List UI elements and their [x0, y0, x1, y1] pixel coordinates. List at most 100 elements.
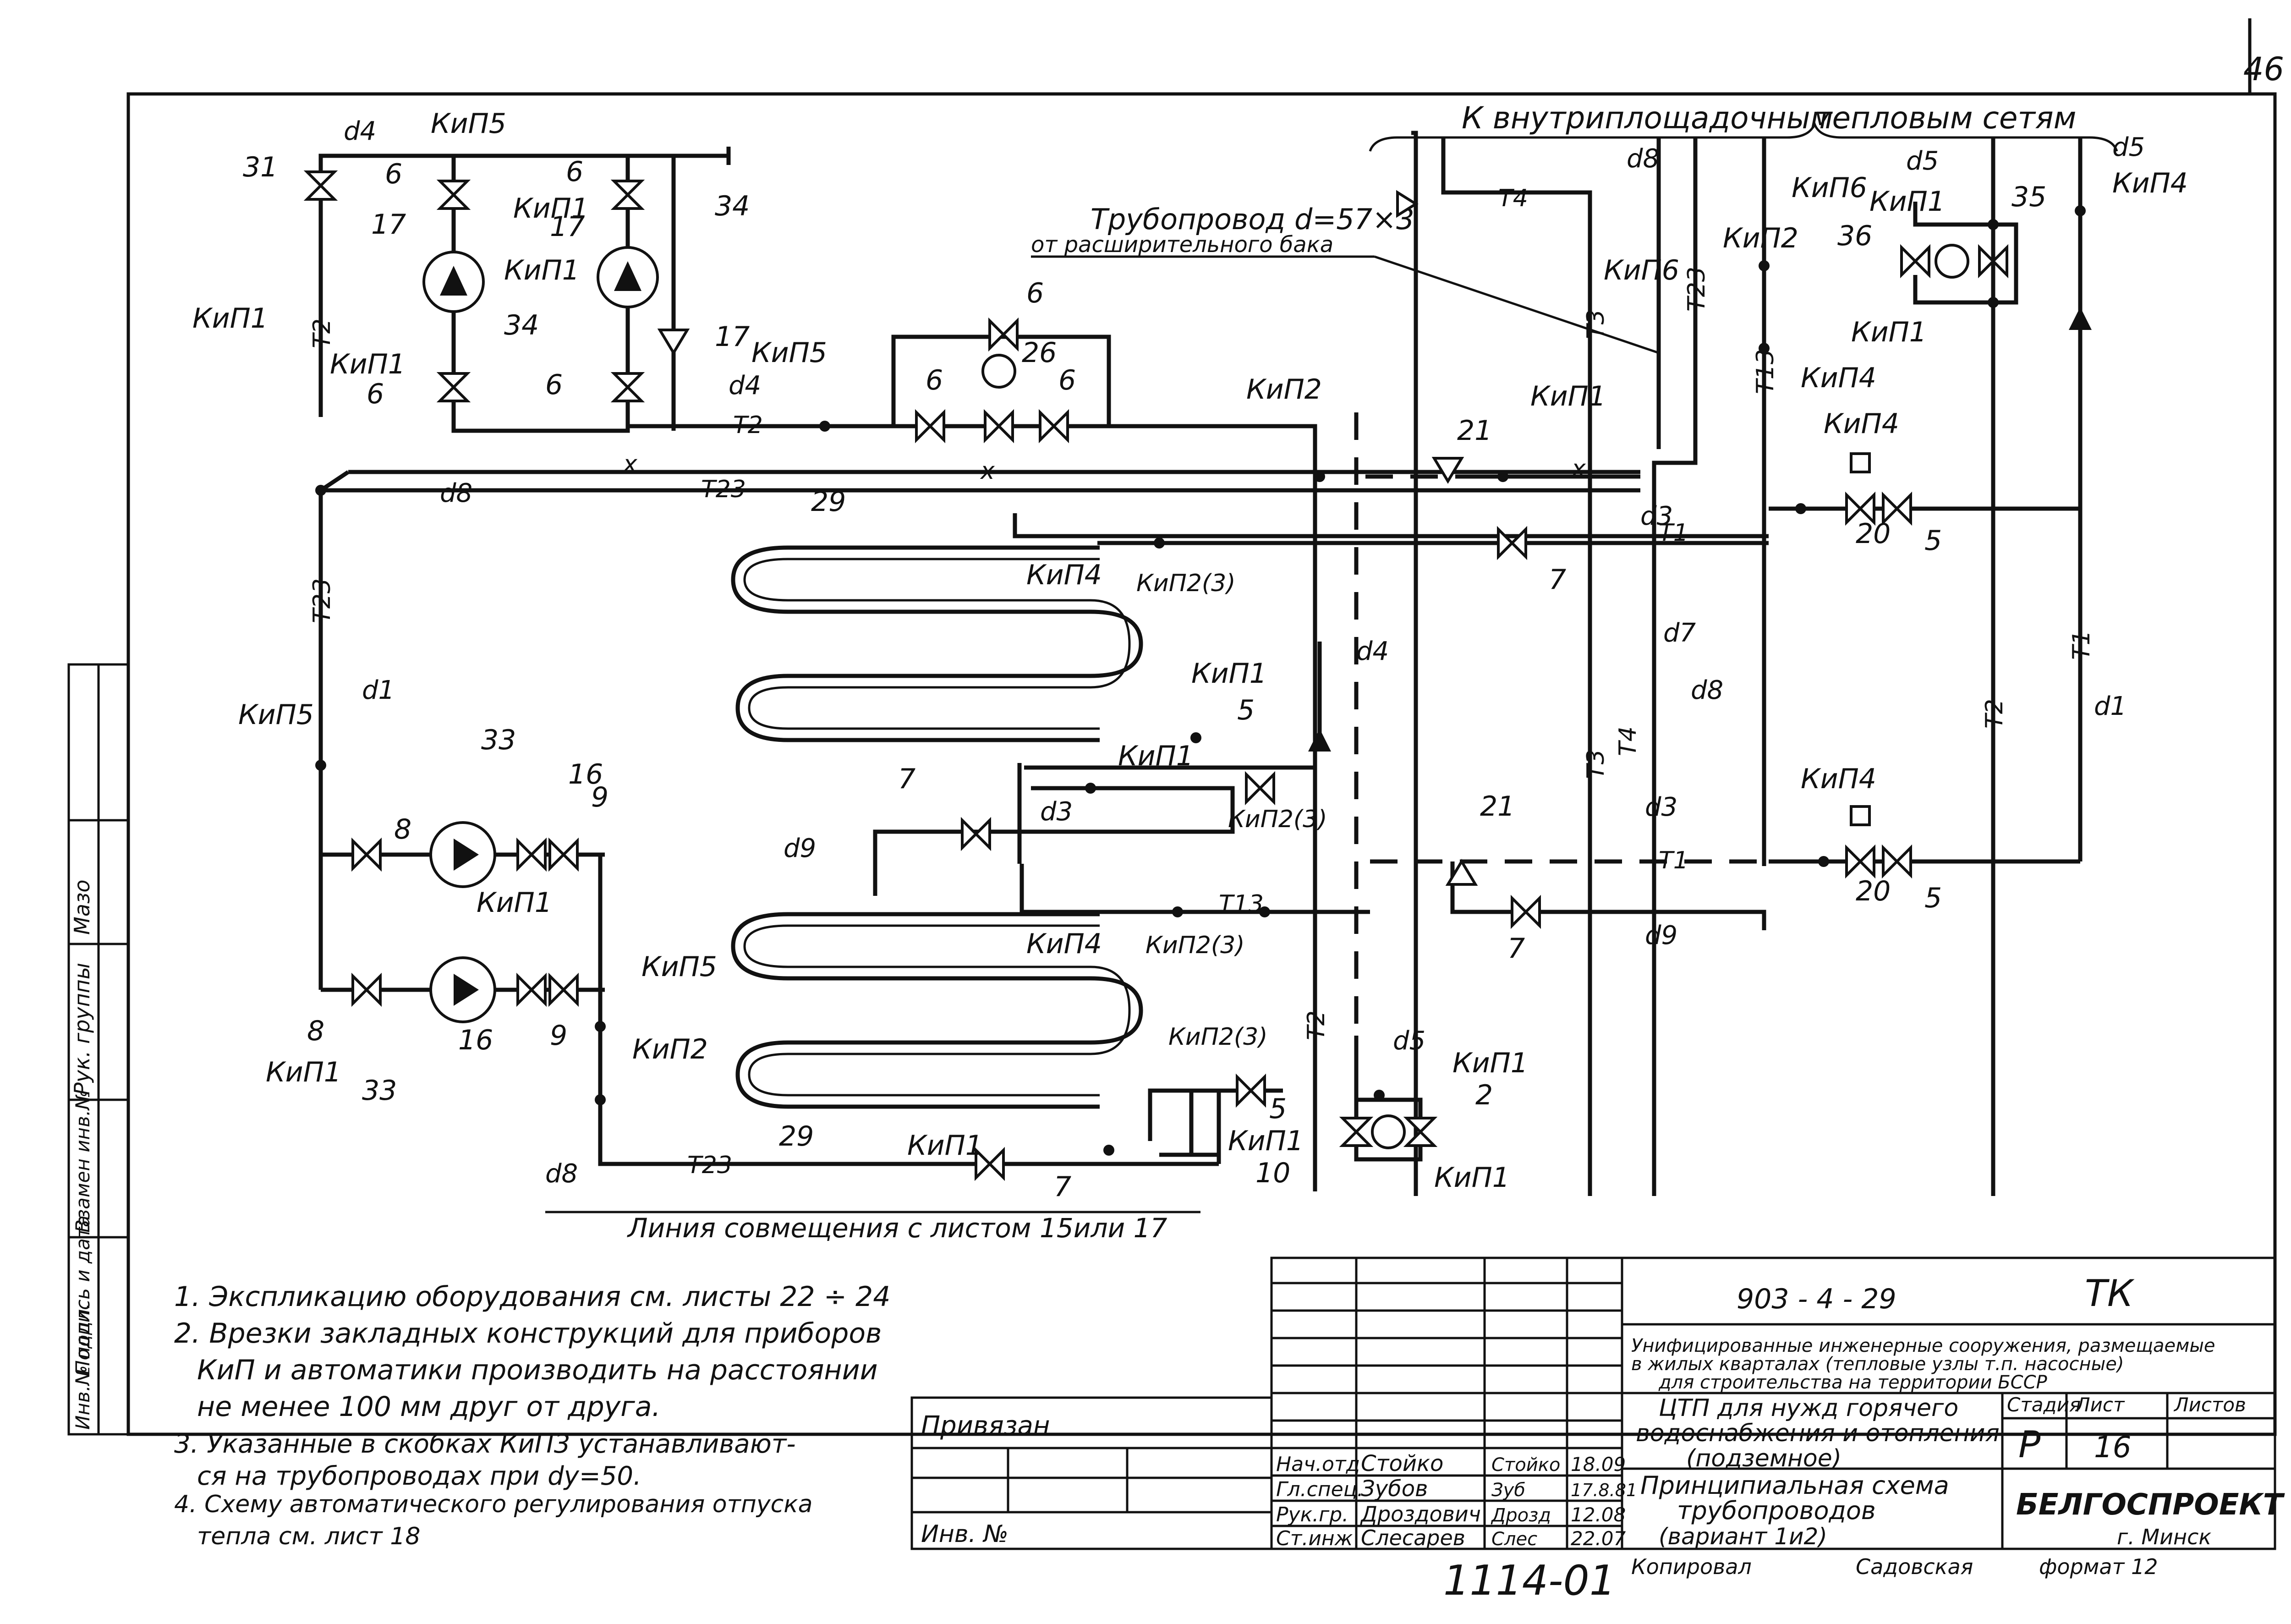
svg-text:d8: d8 [545, 1159, 578, 1189]
svg-text:Лист: Лист [2075, 1394, 2125, 1416]
svg-text:5: 5 [1924, 525, 1942, 557]
svg-text:Т23: Т23 [701, 476, 746, 503]
svg-text:Т23: Т23 [308, 578, 336, 623]
svg-text:Т3: Т3 [1582, 749, 1610, 779]
svg-text:х: х [622, 450, 638, 478]
svg-text:d4: d4 [344, 116, 376, 146]
svg-text:Рук.гр.: Рук.гр. [1276, 1503, 1348, 1526]
svg-text:КиП5: КиП5 [751, 337, 827, 369]
header-brace [1369, 120, 2118, 152]
svg-text:КиП4: КиП4 [1801, 362, 1876, 394]
svg-text:21: 21 [1480, 790, 1515, 823]
svg-text:33: 33 [481, 724, 516, 756]
header-to-networks-right: тепловым сетям [1814, 100, 2076, 136]
svg-text:КиП2: КиП2 [1246, 373, 1322, 406]
svg-text:5: 5 [1269, 1093, 1287, 1125]
svg-text:21: 21 [1457, 415, 1492, 447]
svg-text:d5: d5 [1906, 146, 1939, 176]
svg-text:18.09: 18.09 [1571, 1453, 1626, 1476]
svg-text:d1: d1 [2094, 691, 2127, 721]
svg-text:17.8.81: 17.8.81 [1571, 1480, 1637, 1500]
svg-text:Гл.спец.: Гл.спец. [1276, 1478, 1364, 1501]
svg-text:х: х [980, 457, 995, 485]
svg-text:7: 7 [898, 763, 915, 795]
svg-text:22.07: 22.07 [1571, 1527, 1626, 1550]
svg-text:6: 6 [1026, 277, 1044, 309]
title-org: БЕЛГОСПРОЕКТ [2016, 1488, 2285, 1522]
svg-text:КиП4: КиП4 [1026, 928, 1102, 960]
notes-continued: ся на трубопроводах при dу=50. 4. Схему … [174, 1461, 813, 1550]
svg-text:34: 34 [504, 309, 539, 341]
margin-podpis: Подпись и дата [71, 1215, 94, 1375]
svg-text:16: 16 [458, 1024, 493, 1056]
kip-labels: КиП5 КиП1 КиП1 КиП1 КиП1 КиП5 КиП2 КиП1 … [192, 108, 2188, 1194]
heat-exchanger-lower [731, 912, 1143, 1109]
svg-text:(вариант 1и2): (вариант 1и2) [1659, 1523, 1827, 1550]
svg-text:для строительства на территори: для строительства на территории БССР [1658, 1372, 2048, 1393]
margin-ruk-gruppy: Рук. группы [70, 963, 94, 1095]
svg-text:6: 6 [545, 369, 563, 401]
svg-text:7: 7 [1549, 564, 1566, 596]
svg-text:d3: d3 [1040, 797, 1073, 827]
svg-text:КиП2(3): КиП2(3) [1228, 806, 1327, 833]
svg-text:Унифицированные инженерные соо: Унифицированные инженерные сооружения, р… [1631, 1335, 2215, 1356]
svg-text:6: 6 [385, 158, 402, 190]
valve-symbols [303, 170, 2092, 1181]
svg-text:КиП5: КиП5 [641, 951, 717, 983]
svg-text:Т13: Т13 [1752, 349, 1779, 394]
svg-text:КиП4: КиП4 [1824, 408, 1899, 440]
svg-text:КиП4: КиП4 [1026, 559, 1102, 591]
svg-text:9: 9 [591, 781, 608, 813]
svg-text:Садовская: Садовская [1856, 1554, 1973, 1579]
equipment-number-labels: 31 17 17 17 6 6 6 6 34 34 6 6 6 26 21 21… [243, 151, 2046, 1203]
margin-inv-podl: Инв.№ подл. [71, 1303, 94, 1430]
svg-text:d4: d4 [1356, 636, 1389, 666]
svg-text:КиП1: КиП1 [266, 1056, 341, 1088]
heat-exchanger-upper [731, 545, 1143, 742]
svg-text:КиП1: КиП1 [907, 1130, 983, 1162]
svg-text:КиП5: КиП5 [238, 699, 314, 731]
svg-text:Т13: Т13 [1219, 890, 1264, 918]
svg-text:6: 6 [926, 364, 943, 396]
svg-text:КиП6: КиП6 [1604, 254, 1679, 286]
svg-text:КиП1: КиП1 [192, 302, 268, 335]
svg-text:Ст.инж: Ст.инж [1276, 1527, 1353, 1550]
svg-text:35: 35 [2011, 181, 2046, 213]
svg-text:Стойко: Стойко [1361, 1451, 1443, 1476]
svg-text:Зубов: Зубов [1361, 1476, 1428, 1502]
title-stage: Р [2018, 1423, 2041, 1466]
svg-text:4. Схему автоматического регул: 4. Схему автоматического регулирования о… [174, 1491, 813, 1518]
svg-text:5: 5 [1237, 694, 1255, 726]
pipeline-label: Трубопровод d=57×3 [1091, 203, 1414, 236]
svg-text:Дроздович: Дроздович [1360, 1502, 1481, 1526]
left-margin-stamp: Рук. группы Мазо Взамен инв.№ Подпись и … [67, 663, 130, 1436]
title-city: г. Минск [2117, 1525, 2211, 1549]
svg-text:29: 29 [779, 1120, 814, 1152]
title-archive-no: 1114-01 [1443, 1557, 1616, 1605]
svg-text:d4: d4 [729, 371, 761, 401]
svg-text:d8: d8 [440, 478, 472, 508]
svg-text:d3: d3 [1640, 501, 1673, 531]
svg-text:КиП4: КиП4 [2112, 167, 2188, 199]
svg-text:Т3: Т3 [1582, 309, 1610, 339]
svg-text:КиП2(3): КиП2(3) [1136, 570, 1236, 597]
sheet-corner-number: 46 [2243, 50, 2284, 88]
pipe-code-labels: Т2 Т23 Т23 Т4 Т1 Т1 Т13 х х х Т2 Т23 Т3 … [308, 185, 2095, 1179]
diameter-labels: d4 d4 d4 d8 d8 d8 d8 d1 d1 d3 d3 d3 d5 d… [344, 116, 2145, 1189]
svg-text:Копировал: Копировал [1631, 1554, 1752, 1579]
svg-text:х: х [1571, 455, 1586, 483]
svg-text:КиП1: КиП1 [504, 254, 580, 286]
svg-text:Т4: Т4 [1614, 726, 1642, 756]
svg-text:d9: d9 [1645, 921, 1677, 950]
title-mark: ТК [2085, 1272, 2135, 1315]
svg-text:Стойко: Стойко [1491, 1454, 1560, 1476]
svg-text:в жилых кварталах (тепловые уз: в жилых кварталах (тепловые узлы т.п. на… [1631, 1354, 2124, 1375]
svg-text:33: 33 [362, 1075, 397, 1107]
svg-text:КиП1: КиП1 [1851, 316, 1927, 348]
svg-text:Слесарев: Слесарев [1361, 1525, 1465, 1550]
svg-text:2. Врезки закладных конструкци: 2. Врезки закладных конструкций для приб… [174, 1317, 882, 1350]
svg-text:КиП1: КиП1 [1118, 740, 1194, 772]
pump-33-lower [429, 956, 496, 1023]
pump-34-right [597, 246, 659, 308]
